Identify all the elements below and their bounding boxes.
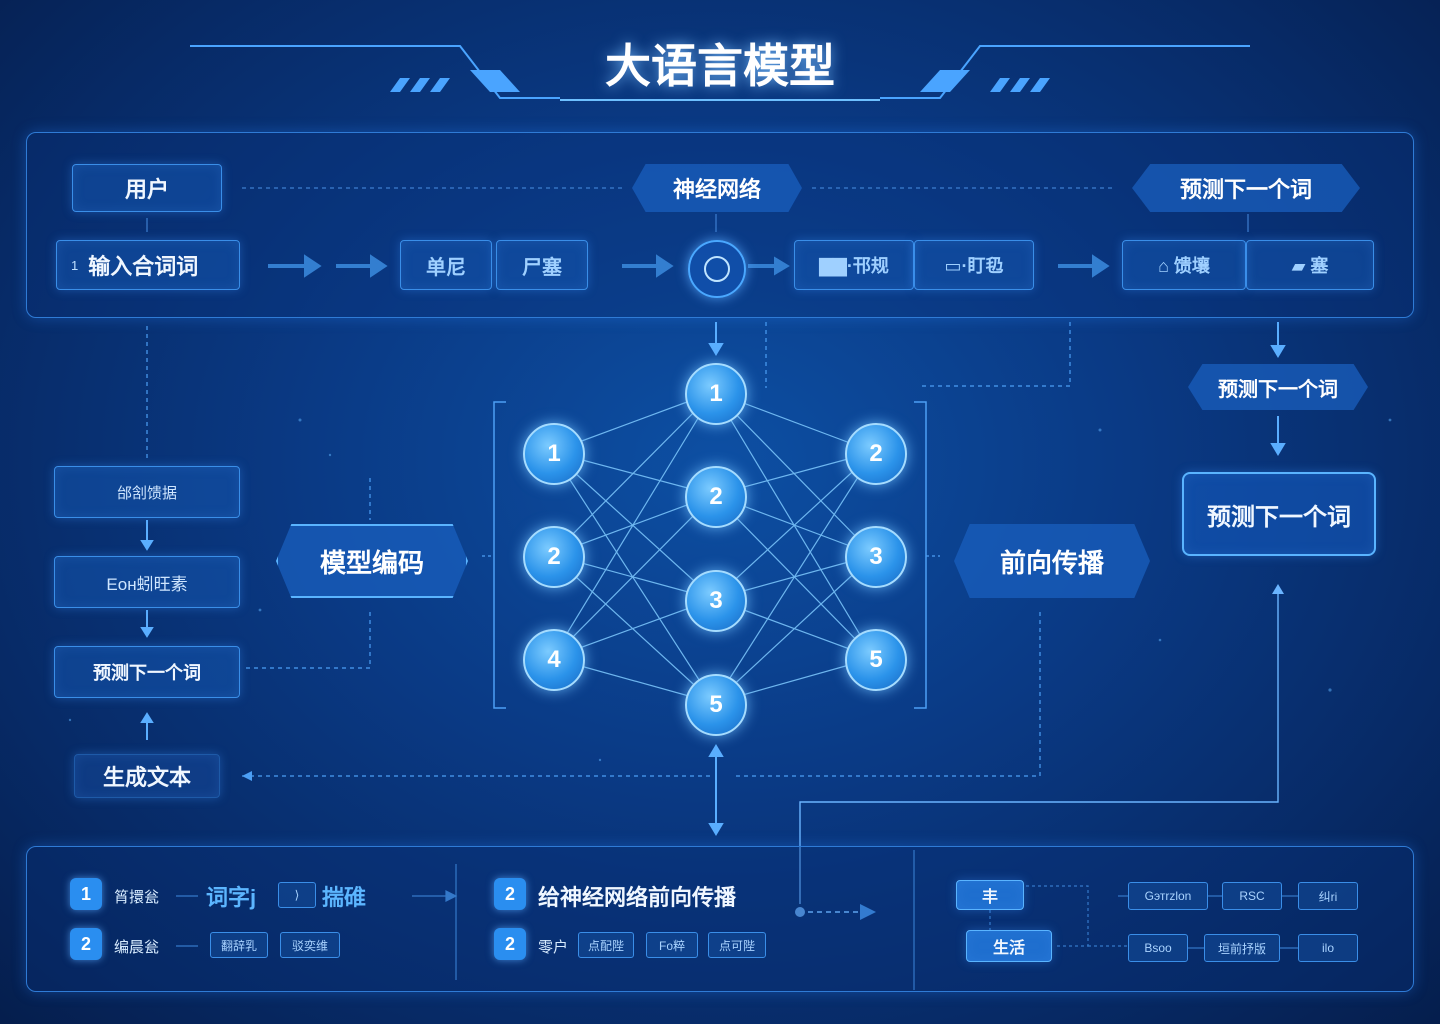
bottom-row1-word: 词字j [206,885,257,910]
bottom-right-btn-2[interactable]: 生活 [966,930,1052,962]
generate-text-box[interactable]: 生成文本 [74,754,220,798]
network-edge-18 [713,451,875,600]
left-item-2[interactable]: Eoн蚓旺素 [54,556,240,608]
bottom-right-tag-6[interactable]: ilo [1298,934,1358,962]
network-edge-22 [713,554,875,704]
network-edge-9 [551,494,715,659]
bottom-right-tag-3[interactable]: 纠ri [1298,882,1358,910]
left-item-1[interactable]: 邰㓧馈据 [54,466,240,518]
bottom-badge-2: 2 [70,928,102,960]
node-mid-2: 2 [685,466,747,528]
node-left-3: 4 [523,629,585,691]
node-right-2: 3 [845,526,907,588]
processor-icon [688,240,746,298]
bottom-row2-tag1[interactable]: 翻辞乳 [210,932,268,958]
input-box[interactable]: 1 输入合词词 [56,240,240,290]
bottom-right-tag-1[interactable]: Gэтrzlon [1128,882,1208,910]
bottom-mid2-tag2[interactable]: Fo粹 [646,932,698,958]
bottom-mid2-label: 零户 [538,939,569,956]
node-mid-4: 5 [685,674,747,736]
model-encoding-box[interactable]: 模型编码 [276,524,468,598]
group2-box-b[interactable]: ▭·盯㲌 [914,240,1034,290]
node-left-2: 2 [523,526,585,588]
bottom-badge-4: 2 [494,928,526,960]
node-right-3: 5 [845,629,907,691]
predict-next-right-1[interactable]: 预测下一个词 [1188,364,1368,410]
bottom-row2-label: 编晨瓮 [114,939,160,956]
input-label: 输入合词词 [88,254,199,279]
group3-box-a[interactable]: ⌂ 馈壤 [1122,240,1246,290]
network-edge-8 [551,391,715,659]
group2-box-a[interactable]: ▇▇·邗规 [794,240,914,290]
predict-next-box[interactable]: 预测下一个词 [1132,164,1360,212]
neural-network-box[interactable]: 神经网络 [632,164,802,212]
node-right-1: 2 [845,423,907,485]
bottom-row1-label: 筲擐瓮 [114,889,160,906]
token-box-b[interactable]: 尸塞 [496,240,588,290]
node-left-1: 1 [523,423,585,485]
bottom-right-tag-4[interactable]: Bsoo [1128,934,1188,962]
bottom-row1-word2: 揣碓 [322,885,367,910]
bottom-mid2-tag1[interactable]: 点配陛 [578,932,634,958]
predict-next-right-2[interactable]: 预测下一个词 [1182,472,1376,556]
page-title: 大语言模型 [605,40,835,92]
bottom-badge-3: 2 [494,878,526,910]
node-mid-1: 1 [685,363,747,425]
bottom-panel [26,846,1414,992]
group3-box-b[interactable]: ▰ 塞 [1246,240,1374,290]
bottom-mid1-text: 给神经网络前向传播 [538,885,737,910]
bottom-right-tag-5[interactable]: 垣前抒版 [1204,934,1280,962]
bottom-row2-tag2[interactable]: 驳奕维 [280,932,340,958]
bottom-row1-box[interactable]: ⟩ [278,882,316,908]
token-box-a[interactable]: 单尼 [400,240,492,290]
network-edge-21 [713,451,875,704]
bottom-right-btn-1[interactable]: 丰 [956,880,1024,910]
bottom-right-tag-2[interactable]: RSC [1222,882,1282,910]
bottom-badge-1: 1 [70,878,102,910]
forward-propagation-box[interactable]: 前向传播 [954,524,1150,598]
left-item-3[interactable]: 预测下一个词 [54,646,240,698]
bottom-mid2-tag3[interactable]: 点可陛 [708,932,766,958]
user-box[interactable]: 用户 [72,164,222,212]
node-mid-3: 3 [685,570,747,632]
input-index: 1 [71,257,79,273]
network-edge-4 [551,391,715,556]
